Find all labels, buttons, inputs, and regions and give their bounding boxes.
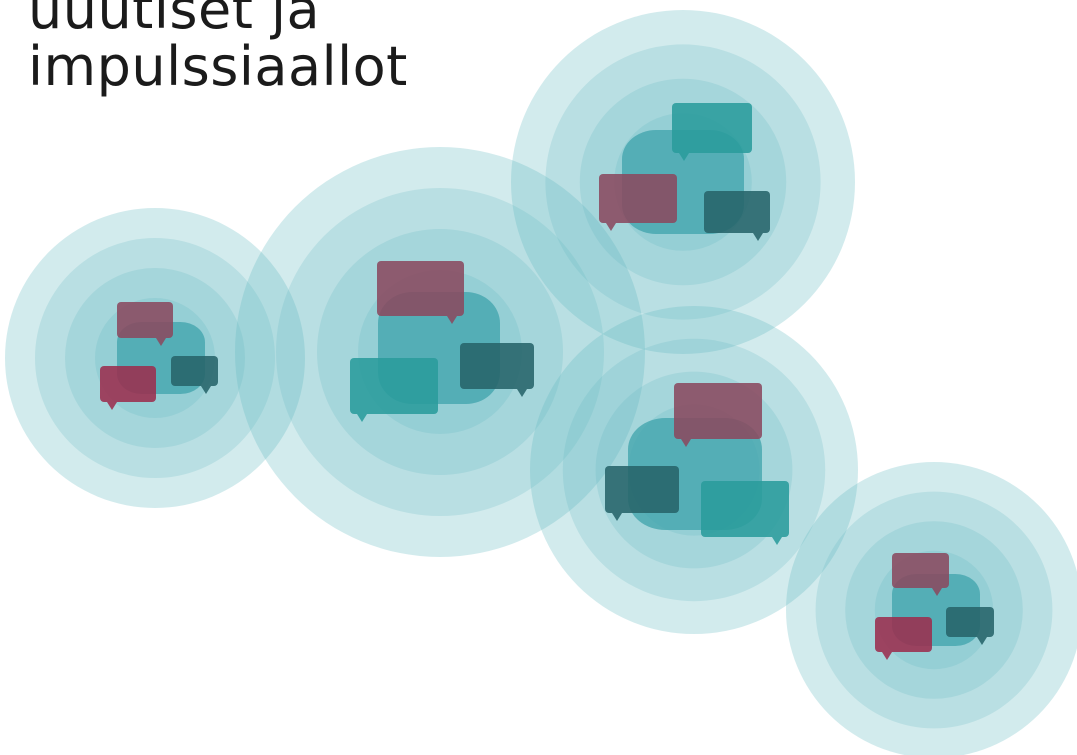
title-line-2: impulssiaallot (28, 34, 408, 98)
speech-bubble-icon (100, 366, 156, 410)
cluster-middle-right (605, 383, 789, 545)
speech-bubble-icon (117, 302, 173, 346)
speech-bubble-icon (605, 466, 679, 521)
cluster-top (599, 103, 770, 241)
speech-bubble-icon (701, 481, 789, 545)
speech-bubble-icon (875, 617, 932, 660)
speech-bubble-icon (599, 174, 677, 231)
speech-bubble-icon (704, 191, 770, 241)
cluster-left (100, 302, 218, 410)
speech-bubble-icon (377, 261, 464, 324)
speech-bubble-icon (892, 553, 949, 596)
page-title: uuutiset ja impulssiaallot (28, 0, 408, 95)
speech-bubble-icon (171, 356, 218, 394)
cluster-center (350, 261, 534, 422)
speech-bubble-icon (672, 103, 752, 161)
speech-bubble-icon (460, 343, 534, 397)
speech-bubble-icon (674, 383, 762, 447)
cluster-bottom-right (875, 553, 994, 660)
speech-bubble-icon (350, 358, 438, 422)
speech-bubble-icon (946, 607, 994, 645)
title-line-1: uuutiset ja (28, 0, 321, 41)
